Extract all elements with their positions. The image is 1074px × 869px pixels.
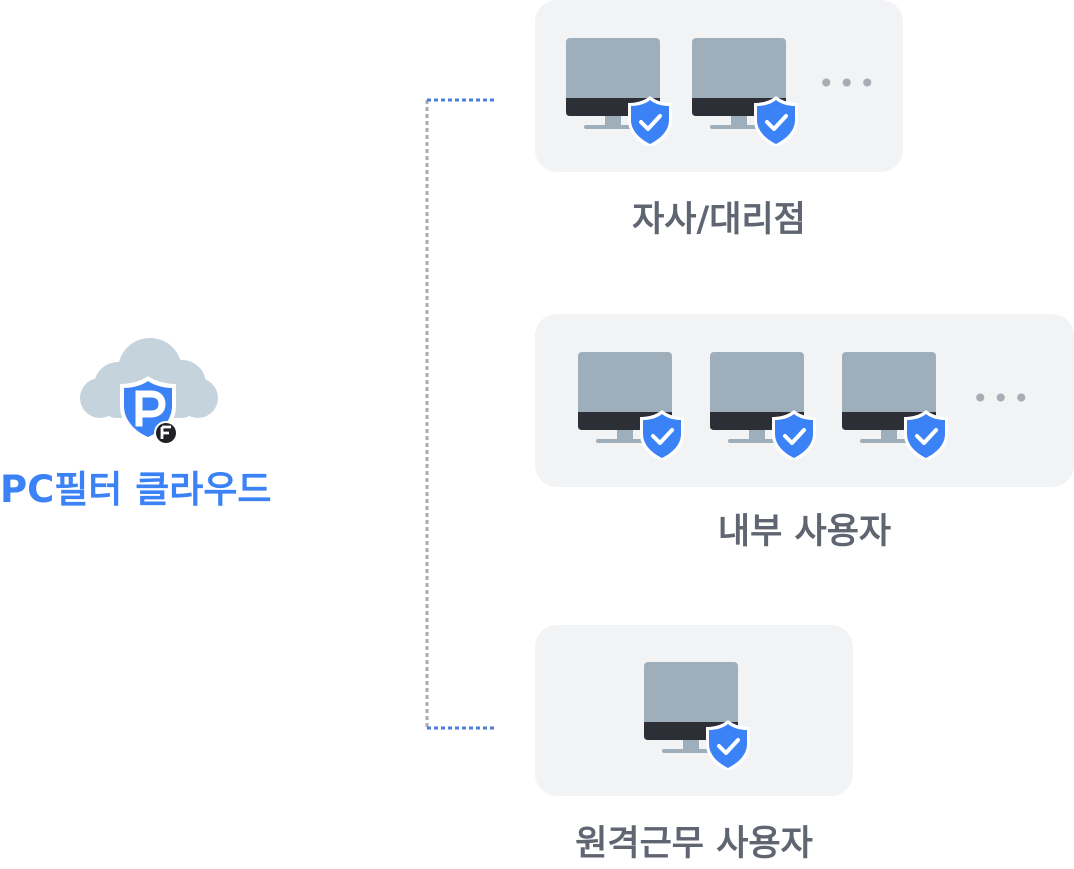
shield-check-icon [754, 96, 798, 148]
group-label-branch: 자사/대리점 [632, 200, 806, 240]
group-label-remote: 원격근무 사용자 [575, 824, 813, 864]
monitor-icon [640, 660, 750, 772]
more-ellipsis: ••• [972, 382, 1034, 415]
more-ellipsis: ••• [818, 67, 880, 100]
monitor-icon [838, 350, 948, 462]
brand-label: PC필터 클라우드 [0, 468, 272, 511]
monitor-icon [562, 36, 672, 148]
cloud-icon [76, 328, 220, 448]
shield-check-icon [706, 720, 750, 772]
shield-check-icon [628, 96, 672, 148]
monitor-icon [706, 350, 816, 462]
shield-check-icon [904, 410, 948, 462]
monitor-icon [574, 350, 684, 462]
f-badge-icon [154, 421, 178, 445]
shield-check-icon [640, 410, 684, 462]
shield-check-icon [772, 410, 816, 462]
group-label-internal: 내부 사용자 [717, 512, 892, 552]
monitor-icon [688, 36, 798, 148]
